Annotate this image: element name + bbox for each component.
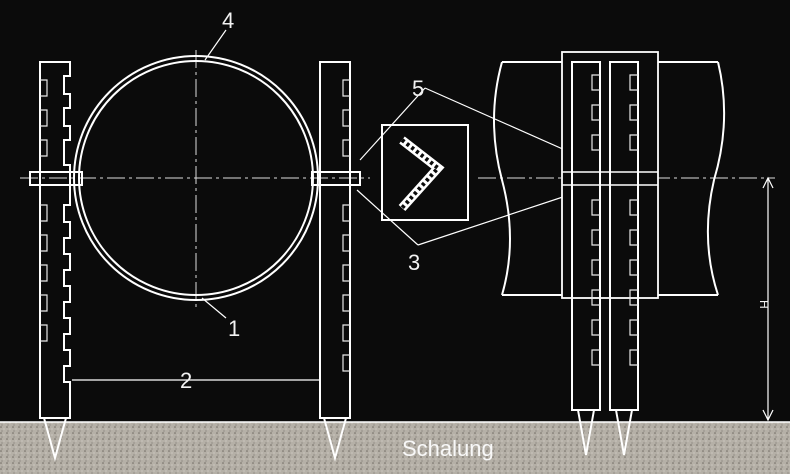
side-bar-right xyxy=(609,61,639,411)
left-bar-outer-teeth xyxy=(40,79,48,342)
right-spacer-bar xyxy=(319,61,351,419)
leader-3-left xyxy=(356,189,419,246)
left-clamp-band xyxy=(29,171,83,186)
right-spike xyxy=(323,417,347,462)
side-right-spike xyxy=(615,409,633,456)
leader-5-left xyxy=(359,87,426,161)
side-bar-left xyxy=(571,61,601,411)
label-4: 4 xyxy=(222,8,234,33)
pipe-side-right-break xyxy=(706,61,726,296)
side-left-spike xyxy=(577,409,595,456)
chevron-detail-icon xyxy=(398,136,445,212)
left-spacer-bar xyxy=(39,61,71,419)
height-arrow-bottom xyxy=(762,409,774,422)
label-5: 5 xyxy=(412,76,424,101)
height-arrow-top xyxy=(762,176,774,189)
right-clamp-band xyxy=(311,171,361,186)
leader-4 xyxy=(204,29,227,61)
side-right-teeth xyxy=(629,74,638,366)
label-2: 2 xyxy=(180,368,192,393)
pipe-side-left-break xyxy=(493,61,511,296)
side-left-teeth xyxy=(591,74,600,366)
ground-label: Schalung xyxy=(402,436,494,461)
left-spike xyxy=(43,417,67,462)
formwork-ground xyxy=(0,422,790,474)
label-3: 3 xyxy=(408,250,420,275)
label-1: 1 xyxy=(228,316,240,341)
leader-1 xyxy=(201,297,227,319)
pipe-outer-circle xyxy=(73,55,319,301)
label-height: H xyxy=(757,300,771,309)
detail-inset-box xyxy=(381,124,469,221)
right-bar-teeth xyxy=(342,79,350,372)
